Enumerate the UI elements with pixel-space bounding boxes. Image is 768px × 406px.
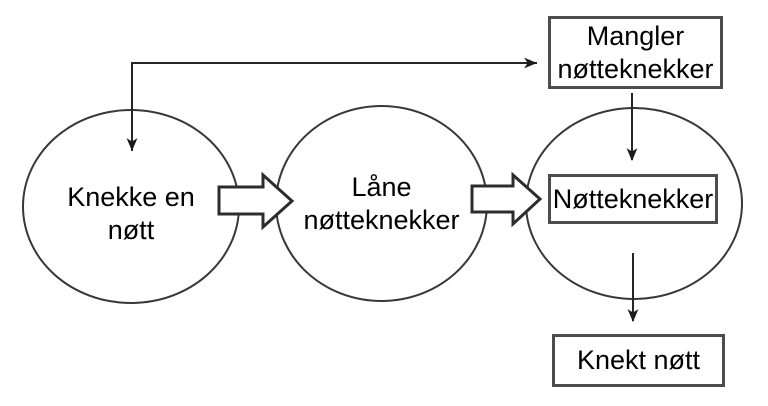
label-line-2: nøtt [107, 214, 155, 245]
box-mangler-label: Mangler nøtteknekker [557, 20, 713, 86]
box-notteknekker-label: Nøtteknekker [552, 183, 714, 214]
node-box-notteknekker: Nøtteknekker [548, 174, 718, 224]
label-line-1: Knekke en [67, 181, 195, 212]
circle-knekke-label: Knekke en nøtt [67, 181, 195, 247]
box-knekt-nott-label: Knekt nøtt [576, 345, 701, 375]
node-circle-knekke-en-nott: Knekke en nøtt [22, 109, 240, 304]
circle-lane-label: Låne nøtteknekker [303, 171, 459, 237]
label-line-1: Låne [351, 171, 412, 202]
node-box-knekt-nott: Knekt nøtt [552, 334, 725, 387]
label-line-2: nøtteknekker [303, 204, 460, 235]
node-circle-lane-notteknekker: Låne nøtteknekker [275, 105, 488, 302]
label-line-2: nøtteknekker [557, 53, 714, 84]
label-line-1: Mangler [586, 20, 685, 51]
node-box-mangler-notteknekker: Mangler nøtteknekker [548, 16, 723, 89]
